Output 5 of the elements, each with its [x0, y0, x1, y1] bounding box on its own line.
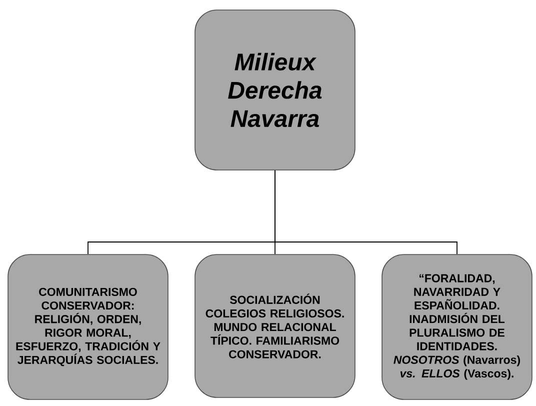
category-box: COMUNITARISMO CONSERVADOR: RELIGIÓN, ORDEN, RIGOR MORAL, ESFUERZO, TRADICIÓN Y JERARQUÍAS SOCIALES. — [8, 254, 168, 400]
connector-line — [274, 170, 458, 255]
category-box: “FORALIDAD, NAVARRIDAD Y ESPAÑOLIDAD. INADMISIÓN DEL PLURALISMO DE IDENTIDADES. NOSOTROS (Navarros) vs. ELLOS (Vascos). — [382, 254, 532, 400]
category-box: SOCIALIZACIÓN COLEGIOS RELIGIOSOS. MUNDO RELACIONAL TÍPICO. FAMILIARISMO CONSERVADOR. — [194, 254, 356, 398]
root-box: Milieux Derecha Navarra — [194, 10, 356, 170]
